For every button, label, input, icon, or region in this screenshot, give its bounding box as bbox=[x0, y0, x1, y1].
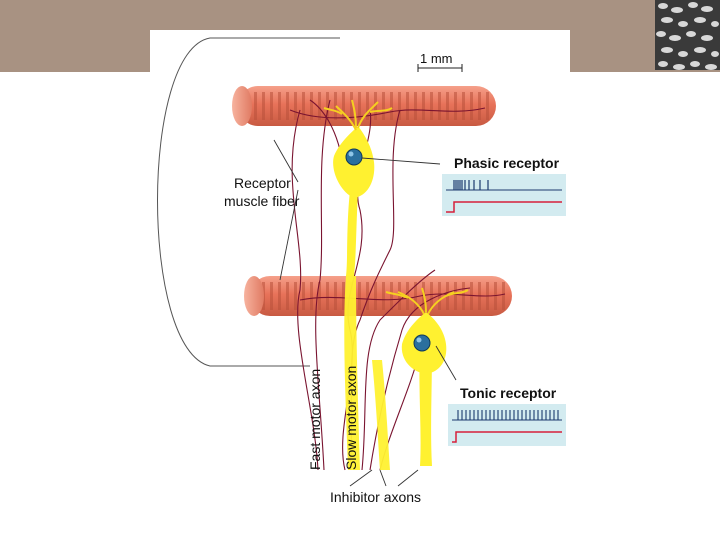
phasic-receptor-label: Phasic receptor bbox=[454, 155, 560, 171]
receptor-muscle-fiber-label-line1: Receptor bbox=[234, 175, 291, 191]
inhibitor-axons-bracket bbox=[349, 469, 419, 487]
fast-motor-axon-label: Fast motor axon bbox=[307, 369, 323, 470]
phasic-receptor-trace-panel: Phasic receptor bbox=[442, 155, 566, 216]
tonic-receptor-nucleus bbox=[413, 334, 431, 352]
receptor-organ-outline bbox=[157, 37, 340, 367]
receptor-diagram-panel: 1 mm bbox=[150, 30, 570, 510]
pointer-lines bbox=[273, 139, 457, 381]
receptor-muscle-fiber-label-line2: muscle fiber bbox=[224, 193, 300, 209]
corner-texture-image bbox=[655, 0, 720, 70]
slow-motor-axon-label: Slow motor axon bbox=[343, 366, 359, 470]
slow-motor-axon-stem bbox=[372, 360, 390, 470]
phasic-receptor-neuron bbox=[323, 99, 393, 276]
scale-bar-label: 1 mm bbox=[420, 51, 453, 66]
receptor-diagram: 1 mm bbox=[157, 37, 566, 505]
upper-muscle-fiber bbox=[232, 86, 496, 126]
inhibitor-axons-label: Inhibitor axons bbox=[330, 489, 421, 505]
tonic-receptor-neuron bbox=[385, 287, 469, 466]
lower-muscle-fiber bbox=[244, 276, 512, 316]
scale-bar: 1 mm bbox=[417, 51, 463, 72]
phasic-receptor-nucleus bbox=[345, 148, 363, 166]
tonic-receptor-trace-panel: Tonic receptor bbox=[448, 385, 566, 446]
fast-motor-axon-stem bbox=[344, 276, 360, 470]
tonic-receptor-label: Tonic receptor bbox=[460, 385, 557, 401]
